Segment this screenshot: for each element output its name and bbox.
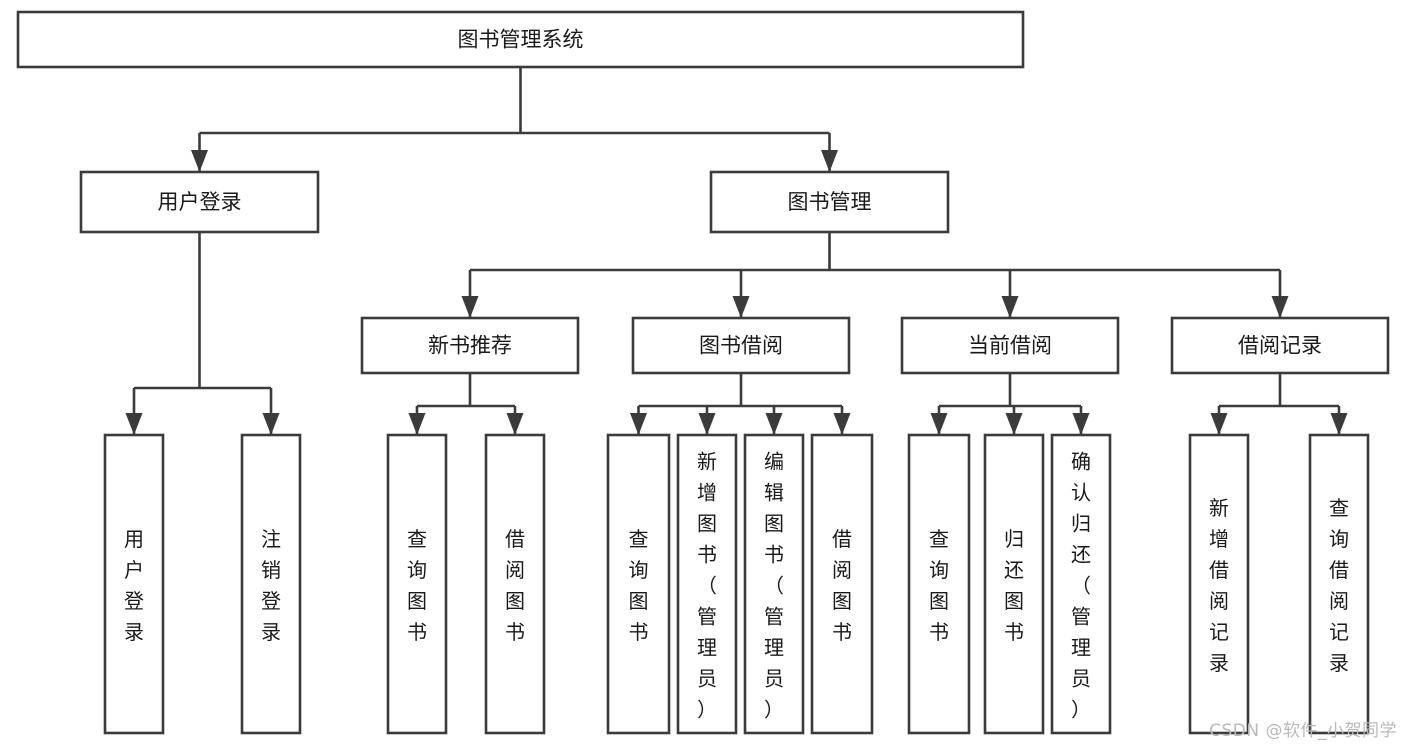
root-node[interactable]: 图书管理系统 <box>16 10 1025 69</box>
connectors-layer <box>125 67 1348 435</box>
leaf-node-图书借阅-0[interactable]: 查询图书 <box>606 433 671 735</box>
arrow-head-icon <box>698 413 716 435</box>
leaf-node-图书借阅-1-box[interactable] <box>676 433 738 735</box>
leaf-node-新书推荐-0-label: 查询图书 <box>407 527 427 644</box>
leaf-node-借阅记录-0-box[interactable] <box>1188 433 1250 735</box>
arrow-head-icon <box>191 150 208 172</box>
leaf-node-当前借阅-1-box[interactable] <box>983 433 1045 735</box>
leaf-node-图书借阅-3-box[interactable] <box>810 433 874 735</box>
level2-node-3-label: 借阅记录 <box>1238 334 1322 358</box>
leaf-node-新书推荐-1-label: 借阅图书 <box>505 527 525 644</box>
level2-node-0[interactable]: 新书推荐 <box>360 316 580 375</box>
arrow-head-icon <box>1001 296 1019 318</box>
level1-node-0-label: 用户登录 <box>158 190 242 214</box>
leaf-node-图书借阅-0-box[interactable] <box>606 433 671 735</box>
arrow-head-icon <box>1271 296 1289 318</box>
level1-node-0[interactable]: 用户登录 <box>79 170 320 234</box>
leaf-node-图书借阅-2-box[interactable] <box>743 433 805 735</box>
leaf-node-借阅记录-1-box[interactable] <box>1308 433 1370 735</box>
level1-node-0-box[interactable] <box>79 170 320 234</box>
level1-node-1[interactable]: 图书管理 <box>709 170 950 234</box>
arrow-head-icon <box>1072 413 1090 435</box>
leaf-node-图书借阅-2-label: 编辑图书（管理员） <box>764 450 784 722</box>
level2-node-3-box[interactable] <box>1170 316 1390 375</box>
leaf-node-用户登录-1-box[interactable] <box>240 433 302 735</box>
root-node-label: 图书管理系统 <box>458 28 584 52</box>
leaf-node-借阅记录-0-label: 新增借阅记录 <box>1209 496 1229 675</box>
arrow-head-icon <box>630 413 647 435</box>
arrow-head-icon <box>262 413 280 435</box>
arrow-head-icon <box>821 150 838 172</box>
level2-node-2-box[interactable] <box>900 316 1120 375</box>
leaf-node-用户登录-0[interactable]: 用户登录 <box>103 433 165 735</box>
arrow-head-icon <box>1210 413 1228 435</box>
level2-node-0-box[interactable] <box>360 316 580 375</box>
root-node-box[interactable] <box>16 10 1025 69</box>
leaf-node-借阅记录-0[interactable]: 新增借阅记录 <box>1188 433 1250 735</box>
leaf-node-图书借阅-1[interactable]: 新增图书（管理员） <box>676 433 738 735</box>
level2-node-0-label: 新书推荐 <box>428 334 512 358</box>
leaf-node-新书推荐-0-box[interactable] <box>386 433 448 735</box>
arrow-head-icon <box>833 413 851 435</box>
leaf-node-用户登录-0-label: 用户登录 <box>124 527 144 644</box>
leaf-node-用户登录-1-label: 注销登录 <box>261 527 281 644</box>
leaf-node-图书借阅-0-label: 查询图书 <box>629 527 649 644</box>
leaf-node-图书借阅-1-label: 新增图书（管理员） <box>697 450 717 722</box>
leaf-node-当前借阅-2-label: 确认归还（管理员） <box>1071 450 1091 722</box>
level1-node-1-label: 图书管理 <box>788 190 872 214</box>
level2-node-1-label: 图书借阅 <box>699 334 783 358</box>
arrow-head-icon <box>930 413 948 435</box>
leaf-node-图书借阅-3-label: 借阅图书 <box>832 527 852 644</box>
level2-node-3[interactable]: 借阅记录 <box>1170 316 1390 375</box>
arrow-head-icon <box>1005 413 1023 435</box>
leaf-node-新书推荐-0[interactable]: 查询图书 <box>386 433 448 735</box>
leaf-node-当前借阅-0[interactable]: 查询图书 <box>907 433 971 735</box>
leaf-node-借阅记录-1[interactable]: 查询借阅记录 <box>1308 433 1370 735</box>
leaf-node-当前借阅-0-label: 查询图书 <box>929 527 949 644</box>
arrow-head-icon <box>125 413 143 435</box>
arrow-head-icon <box>408 413 426 435</box>
arrow-head-icon <box>461 296 479 318</box>
leaf-node-借阅记录-1-label: 查询借阅记录 <box>1329 496 1349 675</box>
arrow-head-icon <box>732 296 750 318</box>
leaf-node-用户登录-0-box[interactable] <box>103 433 165 735</box>
leaf-node-新书推荐-1-box[interactable] <box>484 433 546 735</box>
level2-node-2-label: 当前借阅 <box>968 334 1052 358</box>
arrow-head-icon <box>1330 413 1348 435</box>
leaf-node-图书借阅-2[interactable]: 编辑图书（管理员） <box>743 433 805 735</box>
arrow-head-icon <box>765 413 783 435</box>
leaf-node-当前借阅-1-label: 归还图书 <box>1004 527 1024 644</box>
leaf-node-当前借阅-0-box[interactable] <box>907 433 971 735</box>
leaf-node-当前借阅-1[interactable]: 归还图书 <box>983 433 1045 735</box>
level1-node-1-box[interactable] <box>709 170 950 234</box>
level2-node-1[interactable]: 图书借阅 <box>631 316 851 375</box>
level2-node-2[interactable]: 当前借阅 <box>900 316 1120 375</box>
leaf-node-用户登录-1[interactable]: 注销登录 <box>240 433 302 735</box>
leaf-node-当前借阅-2-box[interactable] <box>1050 433 1112 735</box>
level2-node-1-box[interactable] <box>631 316 851 375</box>
leaf-node-图书借阅-3[interactable]: 借阅图书 <box>810 433 874 735</box>
nodes-layer: 图书管理系统用户登录图书管理新书推荐图书借阅当前借阅借阅记录用户登录注销登录查询… <box>16 10 1390 735</box>
leaf-node-新书推荐-1[interactable]: 借阅图书 <box>484 433 546 735</box>
leaf-node-当前借阅-2[interactable]: 确认归还（管理员） <box>1050 433 1112 735</box>
arrow-head-icon <box>506 413 524 435</box>
